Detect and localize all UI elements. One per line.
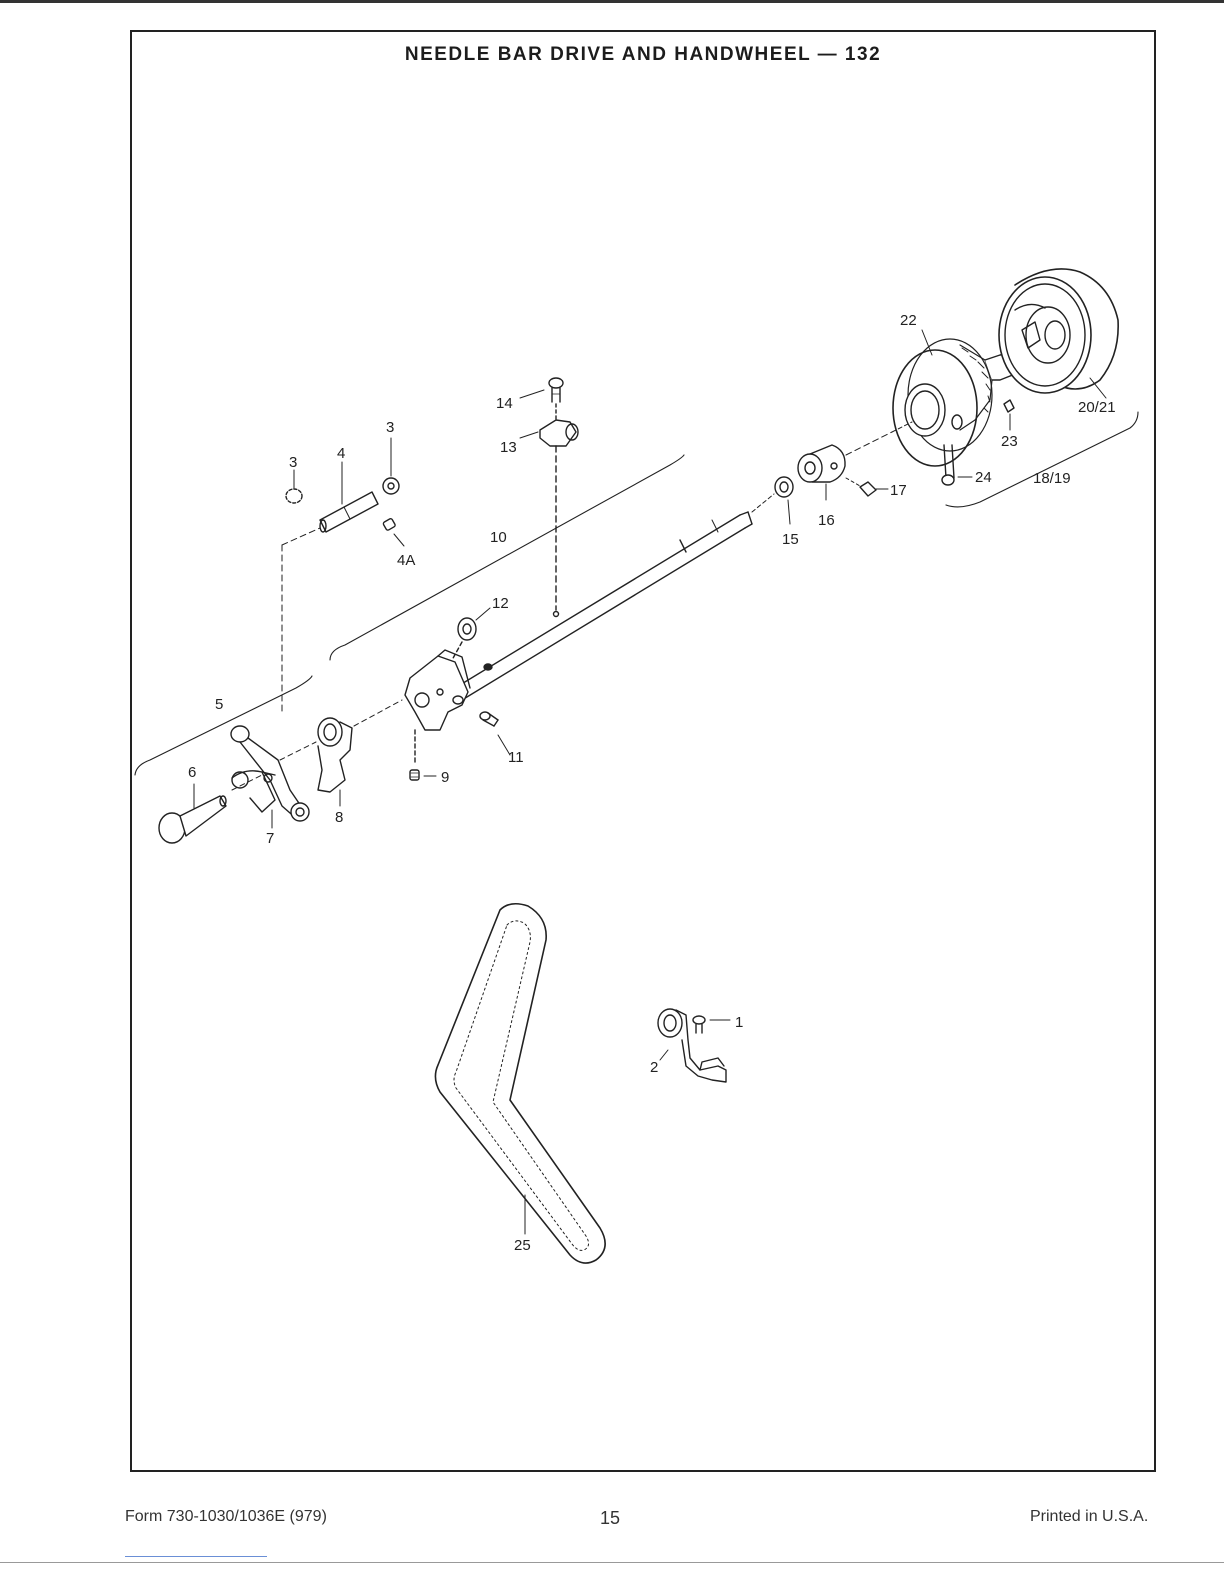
footer-link-underline (125, 1556, 267, 1557)
bushing-8 (280, 700, 402, 806)
label-15: 15 (782, 531, 799, 548)
label-12: 12 (492, 595, 509, 612)
screw-1 (693, 1016, 730, 1033)
part-labels: 1 2 3 3 4 4A 5 6 7 8 9 10 11 12 13 14 15… (188, 312, 1116, 1254)
label-2: 2 (650, 1059, 658, 1076)
retaining-ring-3-right (383, 438, 399, 494)
collar-16 (798, 432, 892, 500)
group-bracket-5 (135, 676, 312, 775)
bracket-13 (520, 420, 578, 610)
label-17: 17 (890, 482, 907, 499)
form-number: Form 730-1030/1036E (979) (125, 1508, 327, 1526)
retaining-ring-3-left (286, 470, 302, 503)
crank-counterweight (405, 650, 470, 730)
printed-in: Printed in U.S.A. (1030, 1508, 1148, 1526)
washer-12 (452, 608, 490, 660)
page-number: 15 (600, 1508, 620, 1529)
label-10: 10 (490, 529, 507, 546)
label-4: 4 (337, 445, 345, 462)
label-4a: 4A (397, 552, 415, 569)
label-22: 22 (900, 312, 917, 329)
label-11: 11 (508, 749, 524, 766)
timing-belt-25 (435, 904, 605, 1263)
washer-15 (752, 477, 793, 524)
label-25: 25 (514, 1237, 531, 1254)
label-9: 9 (441, 769, 449, 786)
screw-17 (846, 478, 888, 496)
label-16: 16 (818, 512, 835, 529)
label-13: 13 (500, 439, 517, 456)
set-screw-11 (480, 712, 510, 755)
label-3-right: 3 (386, 419, 394, 436)
pin-4 (320, 462, 378, 532)
label-20-21: 20/21 (1078, 399, 1116, 416)
label-23: 23 (1001, 433, 1018, 450)
label-18-19: 18/19 (1033, 470, 1071, 487)
handwheel-20-21 (999, 269, 1118, 398)
label-5: 5 (215, 696, 223, 713)
label-24: 24 (975, 469, 992, 486)
key-23 (1004, 400, 1014, 430)
label-7: 7 (266, 830, 274, 847)
label-8: 8 (335, 809, 343, 826)
set-screw-9 (410, 730, 436, 780)
label-6: 6 (188, 764, 196, 781)
bottom-rule (0, 1562, 1224, 1563)
set-screw-4a (383, 518, 404, 546)
label-1: 1 (735, 1014, 743, 1031)
leader-pin-to-link-top (282, 528, 320, 545)
screw-14 (520, 378, 563, 420)
label-14: 14 (496, 395, 513, 412)
label-3-left: 3 (289, 454, 297, 471)
crank-link-7 (231, 726, 309, 828)
